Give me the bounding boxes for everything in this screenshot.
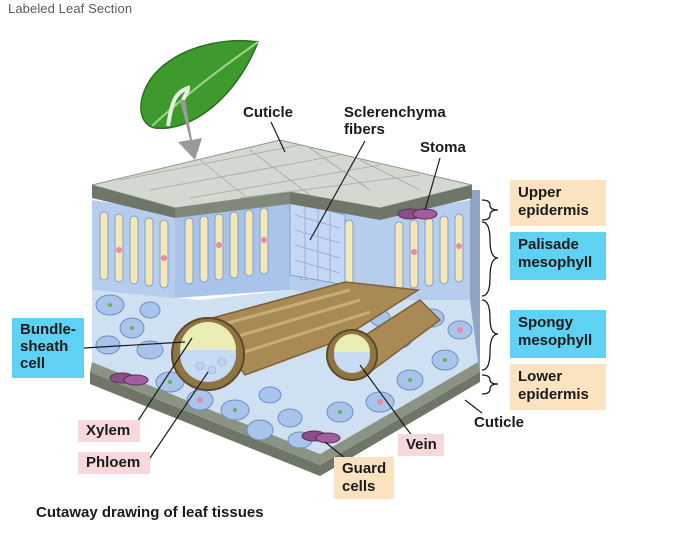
leaf-icon — [140, 39, 260, 130]
label-bundle-sheath-line2: sheath — [20, 338, 69, 355]
label-palisade-mesophyll: Palisade mesophyll — [510, 232, 606, 280]
label-cuticle-top: Cuticle — [243, 104, 294, 121]
label-bundle-sheath-cell: Bundle- sheath cell — [12, 318, 84, 378]
label-lower-epidermis-line1: Lower — [518, 368, 563, 385]
label-guard-cells-line1: Guard — [342, 460, 387, 477]
label-upper-epidermis-line2: epidermis — [518, 202, 589, 219]
label-sclerenchyma-fibers: Sclerenchyma fibers — [344, 104, 446, 138]
label-palisade-line1: Palisade — [518, 236, 579, 253]
leader-lines — [83, 121, 483, 463]
leaf-arrow-icon — [178, 100, 202, 160]
label-lower-epidermis: Lower epidermis — [510, 364, 606, 410]
upper-epidermis-band-middle — [175, 192, 290, 218]
label-upper-epidermis: Upper epidermis — [510, 180, 606, 226]
upper-epidermis-band — [92, 185, 175, 218]
label-stoma: Stoma — [420, 139, 466, 156]
lower-epidermis-slab — [90, 372, 480, 476]
label-lower-epidermis-line2: epidermis — [518, 386, 589, 403]
epidermis-cells — [119, 144, 421, 201]
main-vein — [171, 281, 421, 391]
layer-brackets — [481, 199, 499, 395]
page-title: Labeled Leaf Section — [8, 1, 133, 16]
label-cuticle-bottom: Cuticle — [474, 414, 525, 431]
label-guard-cells: Guard cells — [334, 457, 394, 499]
upper-epidermis-band-right — [290, 185, 472, 220]
spongy-nuclei — [197, 327, 463, 405]
palisade-nuclei — [116, 237, 462, 261]
label-spongy-mesophyll: Spongy mesophyll — [510, 310, 606, 358]
label-xylem: Xylem — [78, 420, 140, 442]
label-sclerenchyma-line1: Sclerenchyma — [344, 104, 446, 121]
label-spongy-line2: mesophyll — [518, 332, 593, 349]
palisade-cells — [99, 207, 464, 291]
label-bundle-sheath-line3: cell — [20, 355, 46, 372]
label-sclerenchyma-line2: fibers — [344, 121, 385, 138]
small-vein — [326, 299, 442, 381]
figure-caption: Cutaway drawing of leaf tissues — [36, 504, 264, 521]
label-palisade-line2: mesophyll — [518, 254, 593, 271]
label-upper-epidermis-line1: Upper — [518, 184, 562, 201]
lower-epidermis-top — [90, 362, 480, 465]
label-guard-cells-line2: cells — [342, 478, 376, 495]
stoma-guard-cells-top — [397, 208, 438, 220]
guard-cells-bottom — [301, 430, 341, 444]
label-bundle-sheath-line1: Bundle- — [20, 321, 76, 338]
sclerenchyma-cells — [294, 205, 341, 282]
label-phloem: Phloem — [78, 452, 150, 474]
label-vein: Vein — [398, 434, 444, 456]
label-spongy-line1: Spongy — [518, 314, 573, 331]
guard-cells-left — [109, 372, 149, 386]
